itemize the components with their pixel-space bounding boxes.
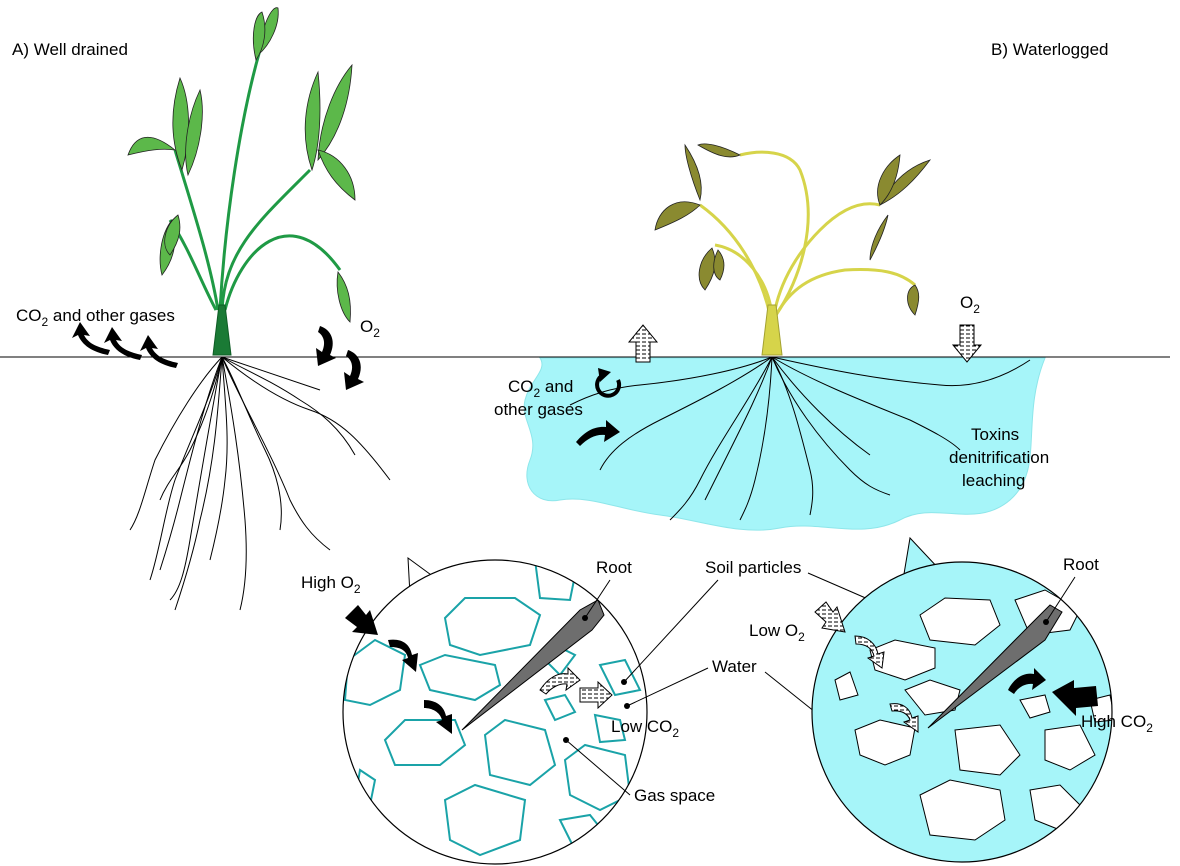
co2-out-curve-arrow-b — [1008, 668, 1046, 694]
root-leader-b — [1045, 576, 1076, 623]
circular-arrow — [595, 368, 622, 398]
leaching-label: leaching — [962, 471, 1025, 490]
stressed-roots — [569, 356, 1031, 521]
stressed-plant — [699, 150, 916, 316]
co2-flow-arrow-a — [539, 666, 581, 695]
gas-out-arrows-a — [72, 322, 178, 368]
panel-a-title: A) Well drained — [12, 40, 128, 59]
healthy-plant-base — [212, 304, 232, 356]
water-label: Water — [712, 657, 757, 676]
co2-label-b-line2: other gases — [494, 400, 583, 419]
water-leader-a — [626, 667, 709, 707]
root-tissue-a — [461, 599, 605, 731]
root-label-b: Root — [1063, 555, 1099, 574]
magnified-view-a — [343, 560, 647, 864]
root-label-a: Root — [596, 558, 632, 577]
low-o2-arrow — [814, 601, 846, 633]
root-leader-a — [584, 579, 611, 619]
high-co2-label: High CO2 — [1081, 712, 1153, 735]
stressed-plant-base — [761, 304, 783, 356]
panel-b-title: B) Waterlogged — [991, 40, 1108, 59]
healthy-leaves — [127, 7, 356, 323]
soil-particles-leader-a — [623, 579, 719, 683]
o2-label-a: O2 — [360, 317, 380, 340]
toxins-label: Toxins — [971, 425, 1019, 444]
soil-particles-label: Soil particles — [705, 558, 801, 577]
high-o2-label: High O2 — [301, 573, 361, 596]
o2-flow-arrow-b2 — [889, 703, 919, 733]
high-co2-arrow — [1052, 680, 1098, 716]
low-o2-flow-arrow — [854, 635, 885, 669]
o2-flow-arrow-2 — [424, 700, 452, 734]
gas-space-label: Gas space — [634, 786, 715, 805]
o2-label-b: O2 — [960, 293, 980, 316]
low-co2-label: Low CO2 — [611, 717, 679, 740]
waterlogged-soil-water — [523, 357, 1046, 531]
denitrification-label: denitrification — [949, 448, 1049, 467]
co2-label-b-line1: CO2 and — [508, 377, 573, 400]
co2-other-gases-label-a: CO2 and other gases — [16, 306, 175, 329]
magnified-view-b — [812, 562, 1112, 862]
gas-up-arrow-b — [627, 324, 659, 363]
o2-down-arrow-b — [951, 324, 983, 363]
healthy-roots — [129, 356, 391, 611]
low-o2-label: Low O2 — [749, 621, 805, 644]
gas-space-leader — [565, 739, 631, 796]
o2-in-arrows-a — [316, 326, 364, 390]
o2-flow-arrow-1 — [388, 639, 418, 672]
root-tissue-b — [927, 604, 1063, 729]
gas-curve-arrow-b — [576, 420, 620, 446]
low-co2-arrow — [579, 680, 613, 710]
high-o2-arrow — [345, 605, 378, 635]
stressed-leaves — [654, 143, 932, 316]
